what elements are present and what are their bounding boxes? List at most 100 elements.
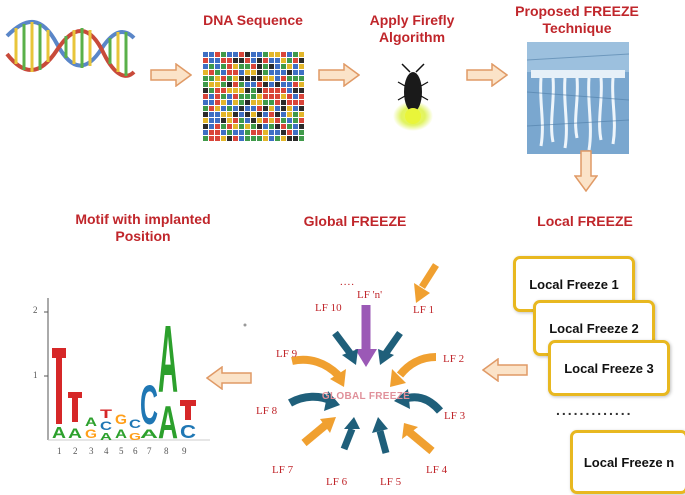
sequence-tile (275, 52, 280, 57)
sequence-tile (287, 82, 292, 87)
sequence-tile (281, 82, 286, 87)
sequence-tile (245, 76, 250, 81)
sequence-tile (203, 94, 208, 99)
sequence-tile (245, 94, 250, 99)
sequence-tile (257, 130, 262, 135)
sequence-tile (251, 124, 256, 129)
sequence-tile (275, 88, 280, 93)
sequence-tile (269, 112, 274, 117)
sequence-tile (251, 64, 256, 69)
sequence-tile (209, 52, 214, 57)
motif-x-tick: 5 (119, 446, 124, 456)
sequence-tile (287, 52, 292, 57)
sequence-tile (233, 70, 238, 75)
sequence-tile (209, 70, 214, 75)
sequence-tile (293, 106, 298, 111)
sequence-tile (299, 106, 304, 111)
lf-3-label: LF 3 (444, 410, 466, 422)
sequence-tile (275, 106, 280, 111)
step-motif-title: Motif with implanted Position (58, 211, 228, 245)
sequence-tile (215, 106, 220, 111)
sequence-tile (299, 94, 304, 99)
sequence-tile (263, 70, 268, 75)
sequence-tile (239, 82, 244, 87)
sequence-tile (203, 52, 208, 57)
local-freeze-box-n: Local Freeze n (570, 430, 685, 494)
dna-sequence-image (203, 52, 305, 142)
sequence-tile (215, 52, 220, 57)
left-arrow-icon (206, 366, 252, 390)
sequence-tile (221, 136, 226, 141)
sequence-tile (251, 70, 256, 75)
sequence-tile (245, 124, 250, 129)
sequence-tile (299, 52, 304, 57)
sequence-tile (275, 112, 280, 117)
sequence-tile (221, 94, 226, 99)
sequence-tile (203, 124, 208, 129)
sequence-tile (263, 136, 268, 141)
step-proposed-freeze-title: Proposed FREEZE Technique (512, 3, 642, 37)
step-motif-title-line1: Motif with implanted (75, 211, 211, 227)
svg-text:A: A (158, 306, 178, 413)
sequence-tile (269, 94, 274, 99)
sequence-tile (203, 76, 208, 81)
sequence-tile (281, 52, 286, 57)
sequence-tile (269, 58, 274, 63)
sequence-tile (281, 100, 286, 105)
sequence-tile (269, 100, 274, 105)
sequence-tile (251, 94, 256, 99)
sequence-tile (209, 136, 214, 141)
sequence-tile (245, 136, 250, 141)
sequence-tile (251, 52, 256, 57)
sequence-tile (251, 136, 256, 141)
sequence-tile (275, 130, 280, 135)
sequence-tile (203, 82, 208, 87)
sequence-tile (215, 112, 220, 117)
svg-text:C: C (129, 417, 141, 431)
sequence-tile (281, 94, 286, 99)
sequence-tile (281, 88, 286, 93)
sequence-tile (287, 118, 292, 123)
sequence-tile (257, 58, 262, 63)
sequence-tile (293, 52, 298, 57)
sequence-tile (209, 58, 214, 63)
sequence-tile (251, 112, 256, 117)
sequence-tile (257, 64, 262, 69)
dotted-connector (243, 323, 247, 327)
motif-y-tick-1: 1 (33, 370, 38, 380)
step-local-freeze-title: Local FREEZE (537, 213, 633, 229)
sequence-tile (293, 76, 298, 81)
sequence-tile (263, 52, 268, 57)
lf-6-label: LF 6 (326, 476, 348, 488)
sequence-tile (257, 88, 262, 93)
sequence-tile (203, 112, 208, 117)
sequence-tile (203, 100, 208, 105)
sequence-tile (251, 130, 256, 135)
sequence-tile (269, 136, 274, 141)
step-firefly-title-line1: Apply Firefly (369, 12, 455, 28)
sequence-tile (239, 58, 244, 63)
global-freeze-center-label: GLOBAL FREEZE (321, 391, 411, 402)
local-freeze-ellipsis: ............. (556, 402, 633, 418)
sequence-tile (287, 130, 292, 135)
motif-x-tick: 9 (182, 446, 187, 456)
sequence-tile (209, 76, 214, 81)
sequence-tile (263, 100, 268, 105)
sequence-tile (245, 88, 250, 93)
sequence-tile (275, 136, 280, 141)
sequence-tile (287, 58, 292, 63)
sequence-tile (227, 82, 232, 87)
sequence-tile (269, 76, 274, 81)
sequence-tile (203, 130, 208, 135)
sequence-tile (233, 124, 238, 129)
sequence-tile (239, 64, 244, 69)
sequence-tile (227, 112, 232, 117)
sequence-tile (263, 106, 268, 111)
sequence-tile (281, 124, 286, 129)
sequence-tile (203, 136, 208, 141)
step-proposed-freeze-title-line2: Technique (542, 20, 612, 36)
sequence-tile (239, 106, 244, 111)
sequence-tile (263, 112, 268, 117)
dna-helix-image (2, 14, 137, 104)
sequence-tile (287, 76, 292, 81)
